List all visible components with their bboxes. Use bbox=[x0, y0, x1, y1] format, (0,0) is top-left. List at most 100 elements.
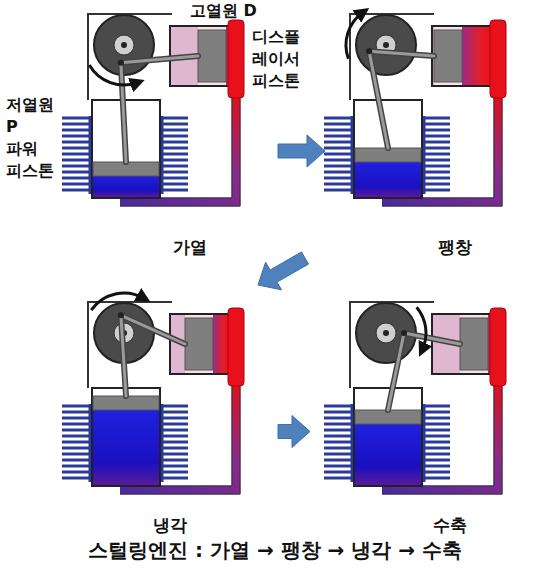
engine-figure bbox=[324, 302, 506, 494]
cooling-fin bbox=[160, 441, 188, 444]
flywheel bbox=[356, 15, 416, 75]
engine-figure bbox=[62, 14, 244, 206]
cooling-fin bbox=[62, 141, 92, 144]
power-rod bbox=[388, 333, 404, 410]
displacer-piston bbox=[185, 318, 213, 370]
cooling-fin bbox=[324, 159, 354, 162]
cooling-fin bbox=[160, 423, 188, 426]
cooling-fin bbox=[422, 153, 450, 156]
cooling-fin bbox=[422, 147, 450, 150]
cooling-fin bbox=[422, 423, 450, 426]
displacer-rod bbox=[404, 333, 460, 344]
stage-panel: 수축 bbox=[320, 283, 530, 540]
power-rod bbox=[121, 315, 126, 396]
cooling-fin bbox=[422, 159, 450, 162]
flow-arrow bbox=[278, 135, 325, 167]
cold-gas bbox=[93, 410, 159, 485]
power-rod bbox=[121, 63, 126, 162]
engine-figure bbox=[324, 12, 506, 206]
displacer-cylinder bbox=[432, 26, 492, 86]
rotation-arrow bbox=[346, 12, 363, 58]
rotation-arrow bbox=[89, 65, 137, 85]
cooling-fin bbox=[62, 465, 92, 468]
cooling-fin bbox=[422, 471, 450, 474]
cooling-fin bbox=[324, 183, 354, 186]
cooling-fin bbox=[422, 435, 450, 438]
cooling-fin bbox=[160, 405, 188, 408]
cooling-fin bbox=[422, 465, 450, 468]
cooling-fin bbox=[160, 141, 188, 144]
displacer-piston bbox=[460, 318, 488, 370]
frame-line bbox=[350, 14, 434, 100]
rotation-arrow bbox=[417, 307, 426, 350]
cooling-fin bbox=[62, 423, 92, 426]
cooling-fin bbox=[62, 153, 92, 156]
cooling-fin bbox=[160, 129, 188, 132]
cooling-fin bbox=[62, 189, 92, 192]
cooling-fin bbox=[160, 165, 188, 168]
cooling-fin bbox=[160, 477, 188, 480]
cold-gas bbox=[93, 176, 159, 197]
flow-arrow bbox=[258, 252, 309, 290]
displacer-rod bbox=[121, 315, 185, 344]
flywheel-axle bbox=[383, 42, 389, 48]
cooling-fin bbox=[160, 183, 188, 186]
displacer-rod bbox=[121, 56, 198, 63]
cooling-fin bbox=[324, 441, 354, 444]
cooling-fin bbox=[422, 447, 450, 450]
cooling-fin bbox=[62, 171, 92, 174]
cooling-fin bbox=[422, 123, 450, 126]
part-label: 저열원 bbox=[6, 94, 54, 116]
stage-panel: 가열 bbox=[55, 0, 250, 262]
cooling-fin bbox=[422, 429, 450, 432]
displacer-rod bbox=[369, 51, 434, 56]
cooling-fin bbox=[324, 165, 354, 168]
crank-pin bbox=[118, 312, 124, 318]
stage-panel: 팽창 bbox=[335, 0, 545, 262]
cooling-fin bbox=[160, 471, 188, 474]
cooling-fin bbox=[324, 141, 354, 144]
cold-gas bbox=[355, 162, 421, 197]
cooling-fin bbox=[422, 165, 450, 168]
cooling-fin bbox=[62, 453, 92, 456]
cooling-fin bbox=[324, 135, 354, 138]
cooling-fin bbox=[324, 171, 354, 174]
cooling-fin bbox=[62, 429, 92, 432]
cooling-fin bbox=[160, 189, 188, 192]
cooling-fin bbox=[62, 135, 92, 138]
cooling-fin bbox=[324, 189, 354, 192]
stage-caption: 냉각 bbox=[153, 514, 187, 537]
stage-caption: 수축 bbox=[433, 514, 467, 537]
cooling-fin bbox=[62, 411, 92, 414]
cooling-fin bbox=[160, 411, 188, 414]
part-label: 디스플 레이서 피스톤 bbox=[252, 26, 306, 92]
cooling-fin bbox=[62, 165, 92, 168]
flywheel-axle bbox=[383, 330, 389, 336]
cooling-fin bbox=[62, 159, 92, 162]
crank-pin bbox=[401, 330, 407, 336]
cooling-fin bbox=[160, 465, 188, 468]
flywheel bbox=[356, 303, 416, 363]
cooling-fin bbox=[160, 153, 188, 156]
cooling-fin bbox=[62, 405, 92, 408]
power-rod bbox=[369, 51, 388, 148]
cooling-fin bbox=[160, 435, 188, 438]
cooling-fin bbox=[160, 429, 188, 432]
cooling-fin bbox=[160, 459, 188, 462]
cooling-fin bbox=[160, 417, 188, 420]
displacer-rod bbox=[369, 51, 434, 56]
cooling-fin bbox=[160, 147, 188, 150]
cold-gas bbox=[355, 424, 421, 485]
cooling-fin bbox=[324, 405, 354, 408]
cooling-fin bbox=[324, 129, 354, 132]
cooling-fin bbox=[62, 447, 92, 450]
cooling-fin bbox=[422, 411, 450, 414]
cooling-fin bbox=[422, 177, 450, 180]
part-label: P bbox=[6, 116, 18, 138]
hot-gas bbox=[462, 27, 491, 85]
crank-pin bbox=[366, 48, 372, 54]
power-rod bbox=[388, 333, 404, 410]
power-rod bbox=[121, 315, 126, 396]
cooling-fin bbox=[324, 153, 354, 156]
cooling-fin bbox=[422, 135, 450, 138]
